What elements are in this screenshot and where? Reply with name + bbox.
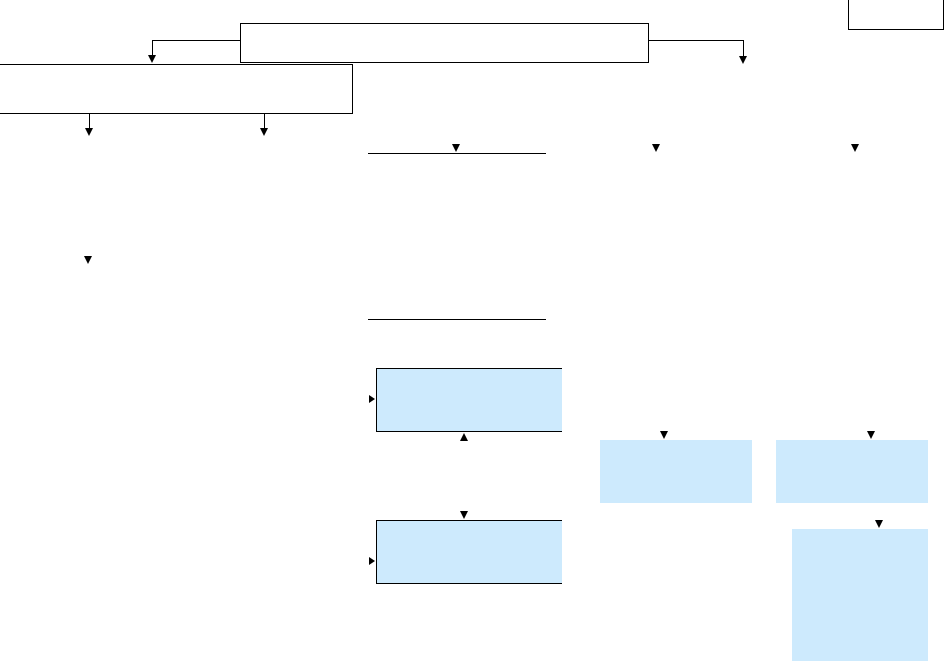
mid-box-upper [376,368,562,432]
arrow-right-icon [369,395,375,403]
mid-box-lower [376,520,562,584]
right-box-a [600,440,752,503]
arrow-down-icon [84,256,92,264]
arrow-down-icon [260,128,268,136]
arrow-down-icon [851,144,859,152]
arrow-up-icon [460,433,468,441]
connector-top-left-v [152,40,153,56]
connector-top-right-v [743,40,744,56]
top-box [240,23,649,63]
left-box [0,64,353,114]
right-box-b [776,440,928,503]
arrow-down-icon [867,431,875,439]
connector-top-right-h [648,40,744,41]
arrow-down-icon [460,511,468,519]
arrow-right-icon [369,557,375,565]
arrow-down-icon [660,431,668,439]
right-box-tall [792,529,928,661]
connector-top-left-h [152,40,241,41]
left-branch-v2 [264,113,265,129]
arrow-down-icon [148,55,156,63]
left-branch-v1 [89,113,90,129]
middle-rule-lower [368,319,546,320]
corner-box [848,0,944,30]
arrow-down-icon [875,520,883,528]
arrow-down-icon [452,144,460,152]
arrow-down-icon [739,56,747,64]
arrow-down-icon [652,144,660,152]
middle-rule-upper [368,153,546,154]
arrow-down-icon [85,128,93,136]
